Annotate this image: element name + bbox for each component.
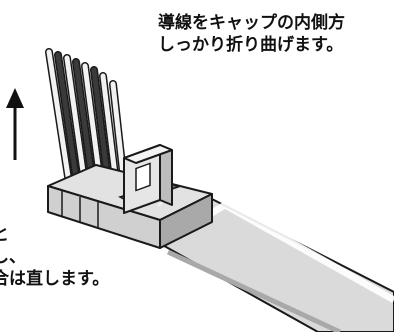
instruction-line: 導線をキャップの内側方 (158, 13, 345, 33)
arrow-up-icon (6, 88, 24, 160)
instruction-line: しっかり折り曲げます。 (158, 35, 344, 55)
connector-cap (47, 144, 213, 249)
instruction-text-top: 導線をキャップの内側方 しっかり折り曲げます。 (158, 12, 345, 56)
instruction-text-bottom: と し、 合は直します。 (0, 224, 109, 290)
latch-tab (123, 144, 173, 214)
instruction-line: し、 (0, 247, 26, 267)
instruction-line: 合は直します。 (0, 269, 110, 289)
wire (45, 48, 75, 200)
instruction-line: と (0, 225, 9, 245)
